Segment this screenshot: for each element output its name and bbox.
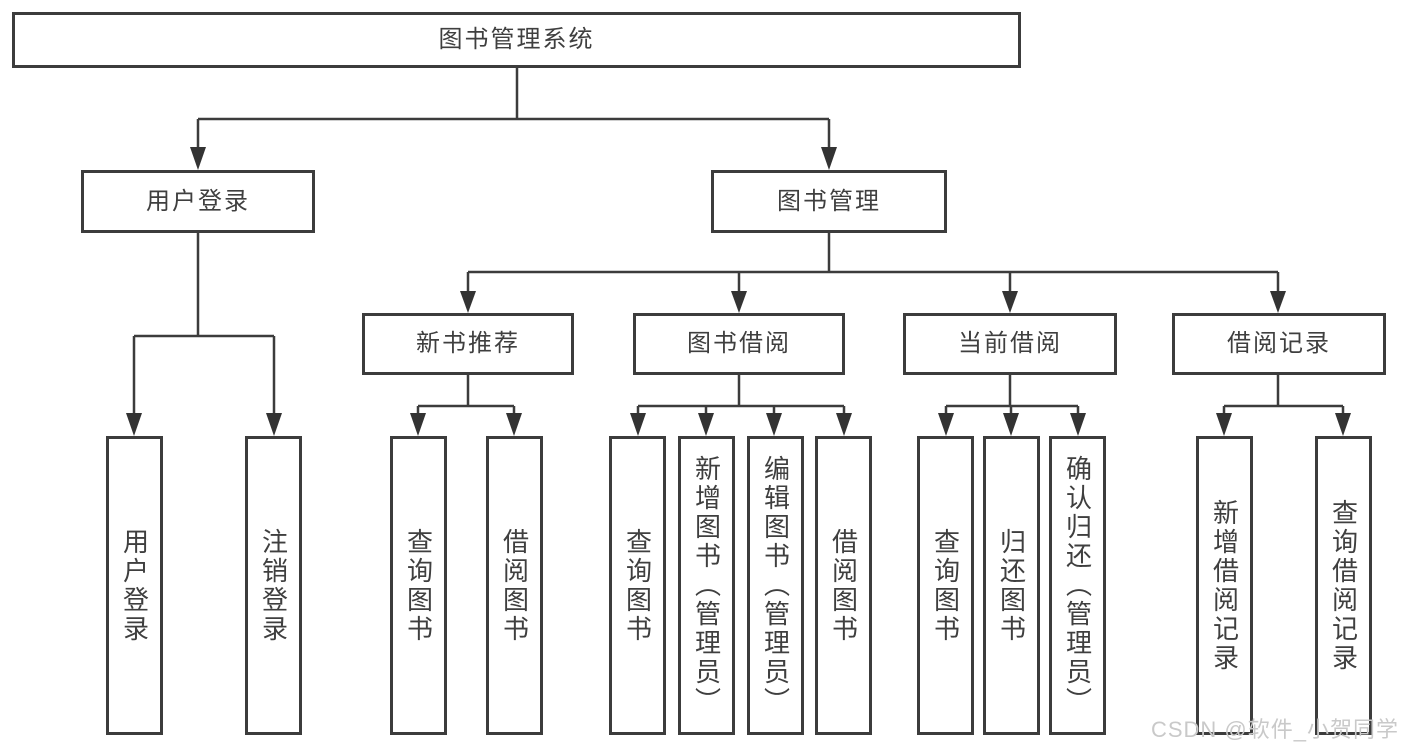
leaf-confirm-return-admin: 确认归还（管理员） [1049, 436, 1106, 735]
leaf-borrow-book-1: 借阅图书 [486, 436, 543, 735]
leaf-label: 借阅图书 [499, 527, 530, 644]
leaf-label: 用户登录 [119, 527, 150, 644]
leaf-add-borrow-record: 新增借阅记录 [1196, 436, 1253, 735]
leaf-query-borrow-record: 查询借阅记录 [1315, 436, 1372, 735]
leaf-label: 确认归还（管理员） [1062, 455, 1093, 716]
node-label: 新书推荐 [416, 330, 520, 357]
node-label: 借阅记录 [1227, 330, 1331, 357]
arrowheads [126, 147, 1351, 436]
node-user-login: 用户登录 [81, 170, 315, 233]
leaf-label: 查询图书 [622, 527, 653, 644]
leaf-query-book-2: 查询图书 [609, 436, 666, 735]
leaf-label: 编辑图书（管理员） [760, 455, 791, 716]
leaf-edit-book-admin: 编辑图书（管理员） [747, 436, 804, 735]
leaf-return-book: 归还图书 [983, 436, 1040, 735]
node-root-system: 图书管理系统 [12, 12, 1021, 68]
leaf-query-book-1: 查询图书 [390, 436, 447, 735]
node-label: 图书借阅 [687, 330, 791, 357]
leaf-label: 借阅图书 [828, 527, 859, 644]
node-new-book-recommend: 新书推荐 [362, 313, 574, 375]
node-label: 图书管理 [777, 187, 881, 215]
leaf-label: 归还图书 [996, 527, 1027, 644]
leaf-label: 查询图书 [403, 527, 434, 644]
leaf-label: 注销登录 [258, 527, 289, 644]
node-label: 用户登录 [146, 187, 250, 215]
leaf-logout: 注销登录 [245, 436, 302, 735]
leaf-label: 查询图书 [930, 527, 961, 644]
leaf-add-book-admin: 新增图书（管理员） [678, 436, 735, 735]
node-borrow-record: 借阅记录 [1172, 313, 1386, 375]
node-book-management: 图书管理 [711, 170, 947, 233]
leaf-label: 新增借阅记录 [1209, 498, 1240, 673]
node-current-borrow: 当前借阅 [903, 313, 1117, 375]
leaf-label: 查询借阅记录 [1328, 498, 1359, 673]
node-label: 图书管理系统 [438, 26, 595, 53]
leaf-label: 新增图书（管理员） [691, 455, 722, 716]
node-label: 当前借阅 [958, 330, 1062, 357]
node-book-borrow: 图书借阅 [633, 313, 845, 375]
leaf-borrow-book-2: 借阅图书 [815, 436, 872, 735]
leaf-query-book-3: 查询图书 [917, 436, 974, 735]
leaf-user-login: 用户登录 [106, 436, 163, 735]
